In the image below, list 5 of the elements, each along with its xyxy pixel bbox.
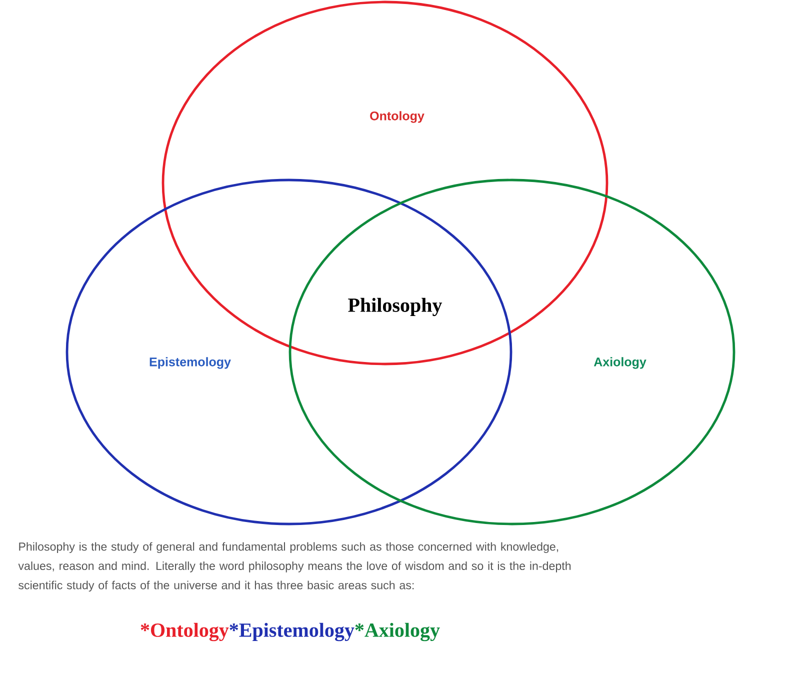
area-label: *Axiology	[355, 622, 440, 642]
caption: Philosophy is the study of general and fundamental problems such as those concerned with knowledge, values, reason and mind. Literally the word philosophy means the love of wisdom and so it is the in-depth scientific study of facts of the universe and it has three basic areas such as:	[18, 542, 571, 592]
area-label: *Ontology	[140, 622, 229, 642]
area-label: *Epistemology	[230, 622, 354, 642]
center-label: Philosophy	[348, 298, 442, 316]
